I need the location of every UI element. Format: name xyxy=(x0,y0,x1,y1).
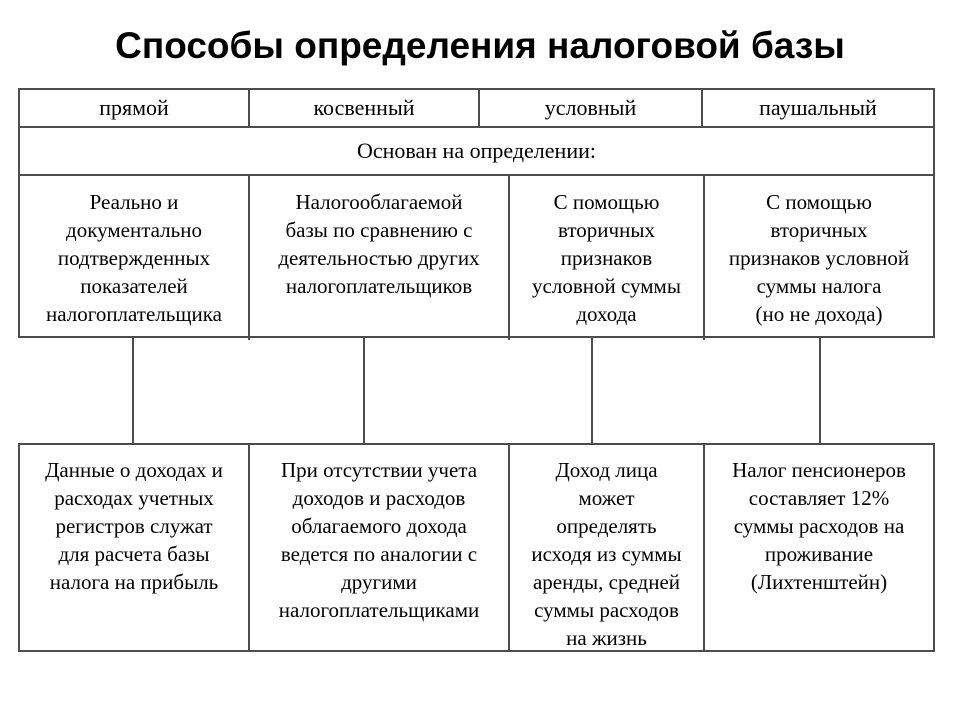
methods-header-row: прямой косвенный условный паушальный xyxy=(20,90,933,126)
connector-line-indirect xyxy=(363,338,365,443)
connector-line-conditional xyxy=(591,338,593,443)
method-header-indirect: косвенный xyxy=(248,90,478,126)
example-cell-indirect: При отсутствии учета доходов и расходов … xyxy=(248,445,508,650)
example-cell-direct: Данные о доходах и расходах учетных реги… xyxy=(45,458,223,594)
method-header-lump-sum: паушальный xyxy=(701,90,933,126)
definition-cell-lump-sum: С помощью вторичных признаков условной с… xyxy=(703,176,933,340)
examples-table: Данные о доходах и расходах учетных реги… xyxy=(18,443,935,652)
definition-cell-direct: Реально и документально подтвержденных п… xyxy=(46,190,222,326)
definition-cell-conditional: С помощью вторичных признаков условной с… xyxy=(508,176,703,340)
slide-title: Способы определения налоговой базы xyxy=(115,25,845,66)
definitions-row: Реально и документально подтвержденных п… xyxy=(20,174,933,340)
based-on-label: Основан на определении: xyxy=(357,138,596,163)
based-on-row: Основан на определении: xyxy=(20,126,933,174)
example-cell-conditional: Доход лица может определять исходя из су… xyxy=(508,445,703,650)
example-cell-lump-sum: Налог пенсионеров составляет 12% суммы р… xyxy=(703,445,933,650)
method-header-conditional: условный xyxy=(478,90,701,126)
method-header-direct: прямой xyxy=(99,95,169,120)
connector-line-direct xyxy=(132,338,134,443)
definition-cell-indirect: Налогооблагаемой базы по сравнению с дея… xyxy=(248,176,508,340)
methods-table: прямой косвенный условный паушальный Осн… xyxy=(18,88,935,340)
connector-line-lump-sum xyxy=(819,338,821,443)
